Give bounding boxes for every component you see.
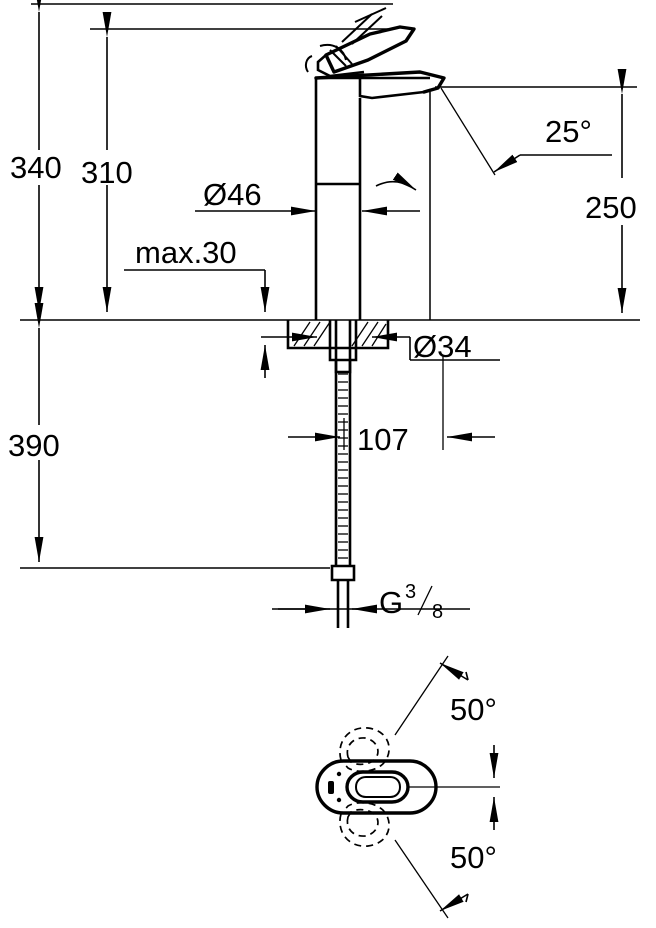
faucet-body-cylinder [314, 182, 360, 320]
dimension-diameter-46: Ø46 [195, 177, 420, 216]
dimension-label-thread-denominator: 8 [432, 601, 443, 623]
dimension-label-25deg: 25° [545, 114, 592, 149]
annotation-lever-angle-25: 25° [440, 87, 612, 176]
dimension-107: 107 [288, 422, 495, 457]
dimension-label-thread-numerator: 3 [405, 581, 416, 603]
annotation-body-edge-leader [375, 172, 417, 191]
dimension-250: 250 [585, 69, 637, 313]
faucet-elevation [286, 7, 446, 628]
dimension-310: 310 [81, 12, 133, 312]
flexible-hose [330, 320, 356, 628]
annotation-thread-g38: G 3 8 [278, 581, 443, 623]
dimension-label-390: 390 [8, 428, 60, 463]
dimension-label-d46: Ø46 [203, 177, 262, 212]
annotation-swivel-50-upper: 50° [394, 655, 499, 778]
dimension-label-340: 340 [10, 150, 62, 185]
annotation-swivel-50-lower: 50° [394, 797, 499, 919]
dimension-label-107: 107 [357, 422, 409, 457]
annotation-max-30: max.30 [124, 235, 270, 312]
plan-faucet-body [315, 759, 438, 815]
dimension-label-d34: Ø34 [413, 329, 472, 364]
dimension-390: 390 [8, 303, 60, 562]
faucet-plan-view: 50° 50° [315, 655, 500, 919]
lever-handle [304, 7, 416, 78]
dimension-label-250: 250 [585, 190, 637, 225]
faucet-body-upper [314, 70, 446, 320]
dimension-label-50deg-upper: 50° [450, 692, 497, 727]
dimension-label-50deg-lower: 50° [450, 840, 497, 875]
dimension-label-thread-g: G [379, 585, 403, 620]
dimension-340: 340 [10, 0, 62, 312]
dimension-label-310: 310 [81, 155, 133, 190]
dimension-label-max30: max.30 [135, 235, 237, 270]
